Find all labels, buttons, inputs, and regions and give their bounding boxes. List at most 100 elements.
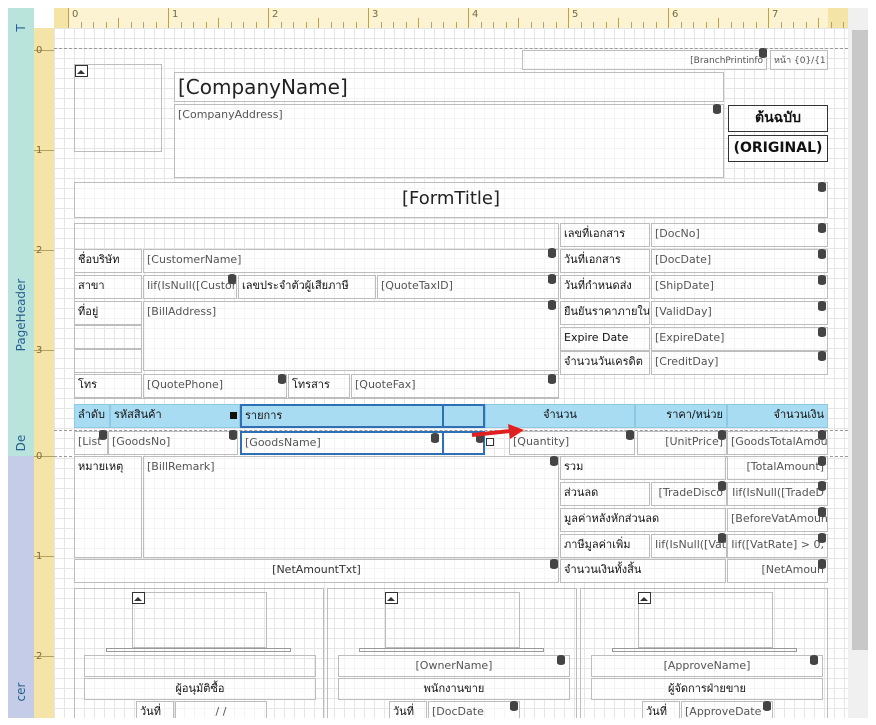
col3-date-field[interactable]: [ApproveDate — [681, 701, 773, 718]
company-address-field[interactable]: [CompanyAddress] — [174, 104, 724, 178]
row-index-field[interactable]: [List — [74, 431, 108, 455]
bill-address-field[interactable]: [BillAddress] — [143, 301, 559, 371]
form-title-field[interactable]: [FormTitle] — [74, 182, 828, 218]
net-amount-label[interactable]: จำนวนเงินทั้งสิ้น — [560, 559, 726, 583]
report-design-surface[interactable]: [BranchPrintinfo หน้า {0}/{1} [CompanyNa… — [54, 28, 848, 718]
col-header-quantity[interactable]: จำนวน — [485, 404, 635, 428]
trade-discount-expr-field[interactable]: Iif(IsNull([TradeD — [727, 482, 828, 506]
ruler-minor-tick — [293, 22, 294, 28]
customer-name-field[interactable]: [CustomerName] — [143, 249, 559, 273]
ruler-tick-label: 7 — [772, 9, 779, 20]
original-th-label[interactable]: ต้นฉบับ — [728, 105, 828, 132]
original-en-label[interactable]: (ORIGINAL) — [728, 135, 828, 162]
taxid-field[interactable]: [QuoteTaxID] — [377, 275, 559, 299]
signature-image-1[interactable] — [132, 592, 267, 648]
vat-label[interactable]: ภาษีมูลค่าเพิ่ม — [560, 534, 650, 558]
database-icon — [229, 430, 237, 440]
band-top[interactable]: T — [8, 8, 34, 48]
branch-printinfo-field[interactable]: [BranchPrintinfo — [522, 50, 767, 70]
col1-date-field[interactable]: / / — [175, 701, 267, 718]
net-amount-text-field[interactable]: [NetAmountTxt] — [74, 559, 559, 583]
goods-total-field[interactable]: [GoodsTotalAmou — [727, 431, 828, 455]
company-label[interactable]: ชื่อบริษัท — [74, 249, 142, 273]
approver-name-field[interactable] — [84, 655, 316, 677]
expire-label[interactable]: Expire Date — [560, 327, 650, 351]
fax-label[interactable]: โทรสาร — [288, 374, 350, 398]
col3-title-label[interactable]: ผู้จัดการฝ่ายขาย — [591, 678, 823, 700]
expire-field[interactable]: [ExpireDate] — [651, 327, 828, 351]
col2-date-label[interactable]: วันที่ — [389, 701, 427, 718]
col3-date-label[interactable]: วันที่ — [642, 701, 680, 718]
col-header-unit-price[interactable]: ราคา/หน่วย — [635, 404, 727, 428]
page-number-field[interactable]: หน้า {0}/{1} — [770, 50, 828, 70]
docdate-label[interactable]: วันที่เอกสาร — [560, 249, 650, 273]
ruler-tick: 7 — [768, 8, 778, 28]
vertical-scrollbar-thumb[interactable] — [852, 30, 868, 650]
ruler-tick: 3 — [34, 345, 54, 356]
signature-panel-1[interactable] — [74, 588, 324, 718]
col-header-description[interactable]: รายการ — [240, 404, 485, 428]
signature-image-2[interactable] — [385, 592, 520, 648]
total-label[interactable]: รวม — [560, 456, 726, 480]
ruler-minor-tick — [543, 22, 544, 28]
picture-icon — [638, 592, 651, 604]
after-discount-label[interactable]: มูลค่าหลังหักส่วนลด — [560, 508, 726, 532]
goods-no-field[interactable]: [GoodsNo] — [108, 431, 238, 455]
col1-title-label[interactable]: ผู้อนุมัติซื้อ — [84, 678, 316, 700]
credit-label[interactable]: จำนวนวันเครดิต — [560, 351, 650, 375]
branch-field[interactable]: Iif(IsNull([Custom — [143, 275, 237, 299]
column-divider — [442, 432, 444, 454]
logo-picture-box[interactable] — [74, 64, 162, 152]
signature-panel-2[interactable] — [327, 588, 577, 718]
phone-label[interactable]: โทร — [74, 374, 142, 398]
signature-image-3[interactable] — [638, 592, 773, 648]
fax-field[interactable]: [QuoteFax] — [351, 374, 559, 398]
signature-panel-3[interactable] — [580, 588, 828, 718]
phone-field[interactable]: [QuotePhone] — [143, 374, 287, 398]
goods-name-field[interactable]: [GoodsName] — [240, 431, 485, 455]
ruler-tick: 4 — [468, 8, 478, 28]
docno-label[interactable]: เลขที่เอกสาร — [560, 223, 650, 247]
branch-label[interactable]: สาขา — [74, 275, 142, 299]
discount-label[interactable]: ส่วนลด — [560, 482, 650, 506]
col-header-total[interactable]: จำนวนเงิน — [727, 404, 828, 428]
credit-field[interactable]: [CreditDay] — [651, 351, 828, 375]
vat-field[interactable]: Iif(IsNull([Vat — [651, 534, 727, 558]
ruler-minor-tick — [680, 22, 682, 28]
shipdate-label[interactable]: วันที่กำหนดส่ง — [560, 275, 650, 299]
address-label[interactable]: ที่อยู่ — [74, 301, 142, 325]
col2-title-label[interactable]: พนักงานขาย — [338, 678, 570, 700]
database-icon — [818, 182, 826, 192]
remark-label[interactable]: หมายเหตุ — [74, 456, 142, 558]
valid-field[interactable]: [ValidDay] — [651, 301, 828, 325]
resize-handle[interactable] — [230, 412, 237, 419]
database-icon — [759, 48, 767, 58]
net-amount-field[interactable]: [NetAmoun — [727, 559, 828, 583]
owner-name-field[interactable]: [OwnerName] — [338, 655, 570, 677]
bill-remark-field[interactable]: [BillRemark] — [143, 456, 559, 558]
band-page-header[interactable]: PageHeader — [8, 48, 34, 430]
trade-discount-field[interactable]: [TradeDisco — [651, 482, 727, 506]
vat-expr-field[interactable]: Iif([VatRate] > 0, — [727, 534, 828, 558]
col-header-goods-code[interactable]: รหัสสินค้า — [110, 404, 240, 428]
ruler-tick: 2 — [34, 651, 54, 662]
approve-name-field[interactable]: [ApproveName] — [591, 655, 823, 677]
company-name-field[interactable]: [CompanyName] — [174, 72, 724, 102]
unit-price-field[interactable]: [UnitPrice] — [637, 431, 727, 455]
docdate-field[interactable]: [DocDate] — [651, 249, 828, 273]
quantity-field[interactable]: [Quantity] — [509, 431, 635, 455]
col-header-index[interactable]: ลำดับ — [74, 404, 110, 428]
band-footer[interactable]: cer — [8, 456, 34, 718]
before-vat-amount-field[interactable]: [BeforeVatAmoun — [727, 508, 828, 532]
band-detail[interactable]: De — [8, 430, 34, 456]
ruler-tick: 0 — [68, 8, 78, 28]
docno-field[interactable]: [DocNo] — [651, 223, 828, 247]
shipdate-field[interactable]: [ShipDate] — [651, 275, 828, 299]
col1-date-label[interactable]: วันที่ — [136, 701, 174, 718]
total-amount-field[interactable]: [TotalAmount] — [727, 456, 828, 480]
col2-date-field[interactable]: [DocDate — [428, 701, 520, 718]
valid-label[interactable]: ยืนยันราคาภายใน — [560, 301, 650, 325]
taxid-label[interactable]: เลขประจำตัวผู้เสียภาษี — [238, 275, 376, 299]
resize-handle[interactable] — [486, 438, 494, 446]
